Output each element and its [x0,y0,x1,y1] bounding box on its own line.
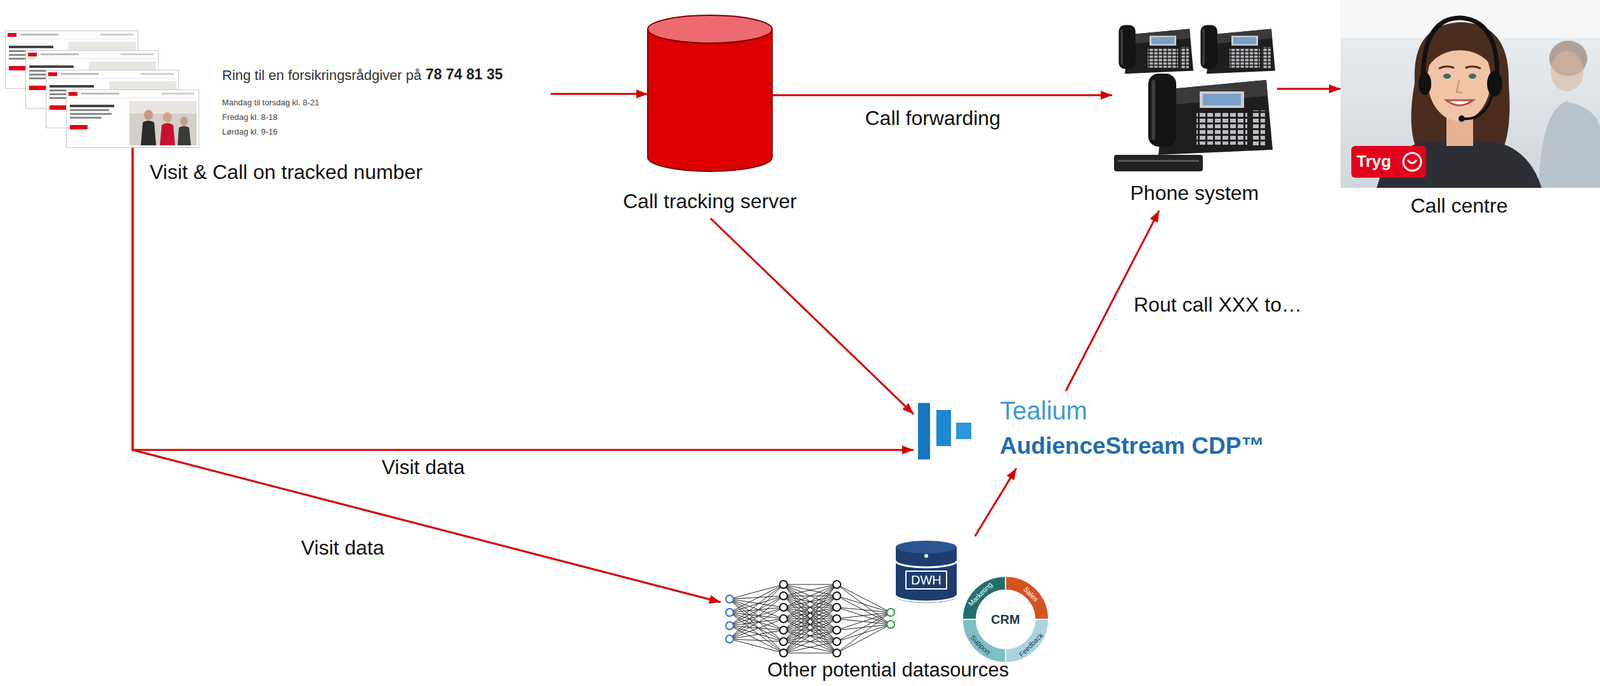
server-cylinder [647,15,773,172]
connector-arrow [710,218,914,415]
network-links [783,584,837,653]
step-caption: Visit & Call on tracked number [149,160,423,184]
graphic-area [720,536,1055,660]
desk-phone [1148,73,1273,155]
connector-arrow [132,147,721,603]
hidden-neurons [779,580,841,657]
edge-label: Visit data [298,536,387,560]
desk-phone [1118,25,1194,75]
connector-arrow [550,93,648,96]
cylinder-band [895,560,957,568]
brow [1438,66,1455,69]
logo-bar [918,402,931,460]
server-cylinder: Call tracking server [595,13,811,219]
ring-label: Sales [1022,584,1040,603]
graphic-area [647,15,773,172]
cdp-icon [918,402,972,460]
opening-hours: Lørdag kl. 9-16 [222,127,278,138]
phones [1114,25,1276,172]
node-label: Other potential datasources [767,658,1010,682]
opening-hours: Fredag kl. 8-18 [222,112,278,123]
desk-phone [1200,25,1276,75]
website-box: Ring til en forsikringsrådgiver på78 74 … [5,27,551,188]
crm-label: CRM [990,612,1021,627]
headset [1422,17,1498,75]
phone-system: Phone system [1103,10,1288,211]
graphic-area [1112,12,1278,176]
edge-label: Call forwarding [862,106,1004,131]
microphone [1462,95,1493,119]
brand-logo [1403,152,1422,171]
output-neurons [886,608,895,629]
screenshot [66,90,200,148]
node-label: Phone system [1130,181,1260,205]
cylinder-body [647,29,773,172]
connector-arrow [132,147,914,450]
logo-bar [956,422,972,440]
network-links [836,584,891,653]
datasource-group: DWH CRM Marketing SalesFeedback SupportOther… [720,534,1057,684]
ring-label: Marketing [966,579,995,608]
cylinder-top [895,540,957,554]
brow [1465,66,1481,69]
connector-arrow [1277,88,1341,91]
eye [1443,73,1451,79]
label-frame [905,570,947,589]
logo-bar [936,409,951,446]
cylinder-dot [924,553,929,558]
opening-hours: Mandag til torsdag kl. 8-21 [222,98,320,108]
headset [1418,72,1432,96]
phone-base-unit [1117,159,1200,162]
background-person [1538,101,1600,188]
cylinder-band [895,595,957,602]
eye [1468,73,1477,79]
product-name: AudienceStream CDP™ [999,432,1265,460]
cylinder-body [895,546,957,603]
phone-number: 78 74 81 35 [425,65,504,83]
brand-name: Tryg [1356,152,1392,172]
fringe [1426,32,1493,70]
connector-arrow [772,93,1113,96]
nose [1456,79,1463,93]
photo-ground [1340,0,1600,188]
microphone [1458,115,1465,122]
graphic-area [5,30,200,148]
agent-photo [1340,0,1600,188]
ring-label: Support [968,633,992,656]
call-centre: TrygCall centre [1338,0,1600,223]
cdp-logo: TealiumAudienceStream CDP™ [913,390,1295,469]
crm-ring [962,576,1049,663]
website-screenshots [5,31,200,148]
network-links [729,584,784,653]
dwh-cylinder [895,540,957,603]
node-label: Call centre [1410,194,1509,218]
dwh-label: DWH [911,572,942,588]
brand-logo [1407,159,1417,164]
headset [1487,71,1503,97]
background-person [1550,50,1584,92]
cylinder-top [647,15,773,44]
ring-label: Feedback [1017,630,1045,658]
edge-label: Rout call XXX to… [1131,293,1305,317]
connector-arrow [975,468,1017,537]
phone-base-unit [1114,154,1203,172]
neural-network [725,580,895,657]
edge-label: Visit data [379,455,468,479]
logo-wordmark: Tealium [999,395,1088,426]
input-neurons [725,595,734,643]
node-label: Call tracking server [622,189,797,214]
call-prompt: Ring til en forsikringsrådgiver på [222,67,422,84]
brand-badge [1351,145,1427,178]
smile [1446,100,1474,106]
